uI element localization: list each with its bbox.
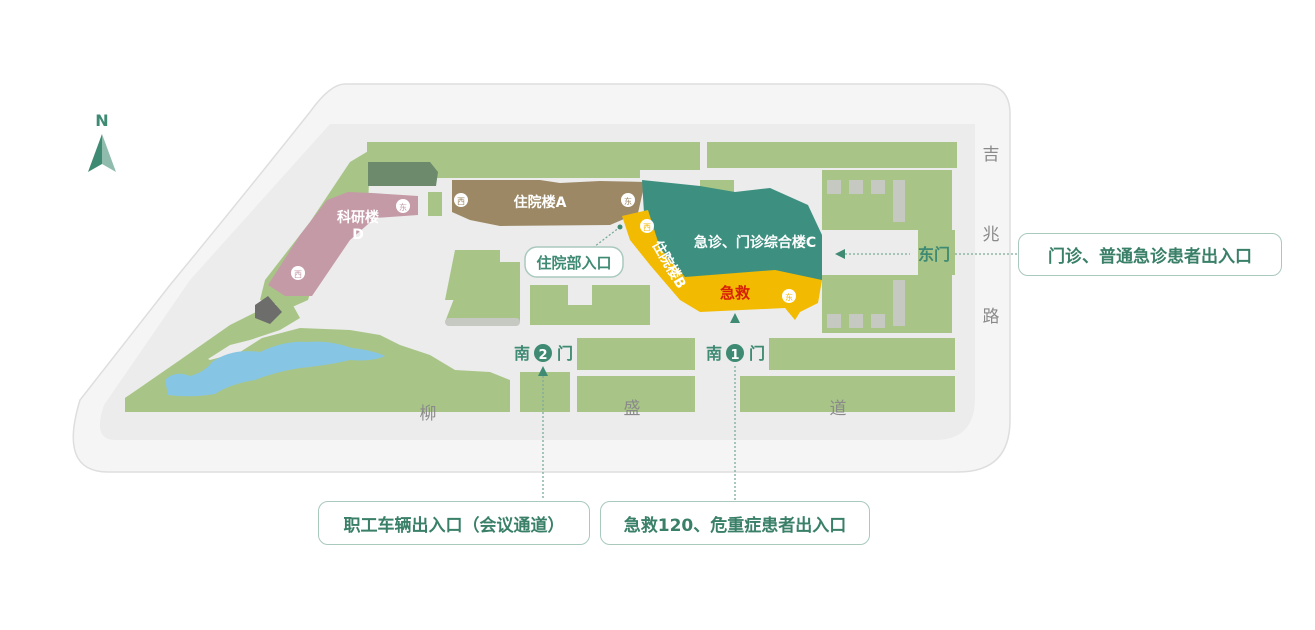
inpatient-entry-box[interactable] <box>524 246 624 278</box>
south-gate-1-badge <box>726 344 744 362</box>
road-east-char-1: 吉 <box>983 145 1000 165</box>
dark-building <box>368 162 438 186</box>
parking-blocks <box>445 180 905 328</box>
south-gate-2-prefix: 南 <box>514 344 530 363</box>
callout-east-entrance[interactable]: 门诊、普通急诊患者出入口 <box>1018 233 1282 276</box>
road-south-char-1: 柳 <box>420 404 437 424</box>
road-east-char-2: 兆 <box>983 225 1000 245</box>
svg-text:西: 西 <box>643 223 651 232</box>
inpatient-b-west-badge <box>640 219 654 233</box>
research-west-badge <box>291 266 305 280</box>
north-arrow-icon <box>88 134 116 172</box>
building-inpatient-a <box>452 180 645 226</box>
road-east-char-3: 路 <box>983 307 1000 327</box>
svg-text:东: 东 <box>785 292 793 302</box>
svg-text:2: 2 <box>538 348 547 363</box>
svg-text:1: 1 <box>730 348 739 363</box>
emergency-east-badge <box>782 289 796 303</box>
callout-emergency-entrance[interactable]: 急救120、危重症患者出入口 <box>600 501 870 545</box>
green-areas <box>125 142 957 412</box>
callout-staff-vehicle-entrance[interactable]: 职工车辆出入口（会议通道） <box>318 501 590 545</box>
outpatient-c-label: 急诊、门诊综合楼C <box>694 234 816 251</box>
inpatient-a-east-badge <box>621 193 635 207</box>
research-building-label-1: 科研楼 <box>337 209 379 226</box>
research-building-label-2: D <box>352 227 364 243</box>
svg-text:东: 东 <box>399 202 407 212</box>
pond <box>165 341 385 397</box>
inpatient-a-label: 住院楼A <box>514 194 567 211</box>
building-outpatient-c <box>642 180 822 300</box>
building-research-d <box>268 192 418 296</box>
svg-text:西: 西 <box>294 270 302 279</box>
south-gate-1-prefix: 南 <box>706 344 722 363</box>
road-south-char-3: 道 <box>830 399 847 419</box>
building-inpatient-b <box>622 210 822 320</box>
south-gate-2-suffix: 门 <box>557 344 573 363</box>
south-gate-1-arrow-icon <box>730 313 740 323</box>
inpatient-a-west-badge <box>454 193 468 207</box>
research-east-badge <box>396 199 410 213</box>
south-gate-2-badge <box>534 344 552 362</box>
small-gray-building <box>255 296 282 324</box>
svg-text:东: 东 <box>624 196 632 206</box>
south-gate-1-suffix: 门 <box>749 344 765 363</box>
svg-text:西: 西 <box>457 197 465 206</box>
road-south-char-2: 盛 <box>624 399 641 419</box>
courtyard-paths <box>299 244 441 331</box>
east-gate-arrow-icon <box>835 249 845 259</box>
south-gate-2-arrow-icon <box>538 366 548 376</box>
emergency-label: 急救 <box>720 284 750 302</box>
inpatient-entry-label: 住院部入口 <box>536 254 611 272</box>
east-gate-label: 东门 <box>918 245 950 264</box>
compass-label: N <box>95 111 108 130</box>
